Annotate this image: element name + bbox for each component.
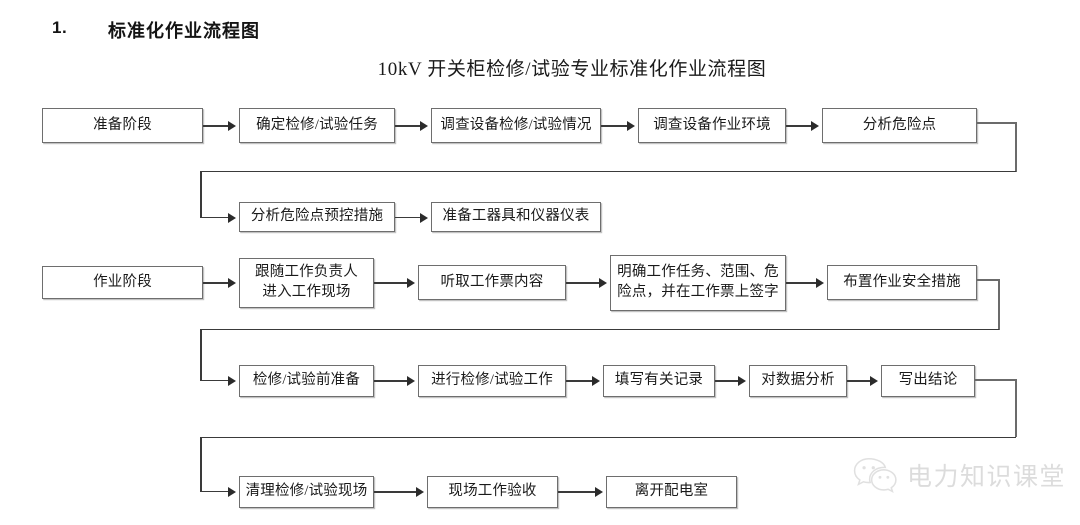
connector-r3-c [566,282,601,284]
node-label: 离开配电室 [634,483,709,500]
node-label: 分析危险点预控措施 [250,208,384,225]
wrap2-segment-right [977,279,1000,281]
connector-r2-a [395,216,422,219]
node-do-work: 进行检修/试验工作 [418,365,566,397]
wrap2-segment-in [200,379,230,382]
wrap3-segment-down [1015,379,1017,437]
chart-title: 10kV 开关柜检修/试验专业标准化作业流程图 [377,59,767,80]
node-prepare-tools: 准备工器具和仪器仪表 [431,202,601,232]
arrowhead-wrap2 [228,375,236,386]
node-label: 准备工器具和仪器仪表 [442,208,590,225]
connector-r1-c [601,125,629,127]
node-write-conclusion: 写出结论 [881,365,975,397]
node-label: 布置作业安全措施 [843,273,961,290]
wrap3-segment-in [200,490,230,493]
wrap1-segment-down2 [200,170,202,218]
connector-r5-b [558,491,597,493]
node-work-stage: 作业阶段 [42,266,203,299]
node-fill-records: 填写有关记录 [603,365,715,397]
node-label-line1: 明确工作任务、范围、危 [617,264,779,281]
node-survey-condition: 调查设备检修/试验情况 [431,108,601,143]
node-confirm-task: 确定检修/试验任务 [239,108,395,143]
connector-r4-d [847,380,872,382]
wrap2-segment-left [200,328,999,331]
connector-r3-b [374,282,409,284]
arrowhead-r1-a [228,120,236,131]
wrap1-segment-down [1015,122,1017,172]
wrap1-segment-in [200,216,230,219]
node-label: 写出结论 [898,372,958,389]
node-survey-env: 调查设备作业环境 [638,108,786,143]
wrap1-segment-left [200,170,1016,173]
node-label: 现场工作验收 [448,483,537,500]
arrowhead-r3-c [599,277,607,288]
node-label-line2: 险点，并在工作票上签字 [617,284,779,300]
node-follow-leader: 跟随工作负责人 进入工作现场 [239,258,374,308]
watermark: 电力知识课堂 [852,455,1066,495]
node-site-acceptance: 现场工作验收 [427,476,558,508]
node-label: 对数据分析 [761,372,835,389]
wrap1-segment-right [977,122,1017,124]
arrowhead-r3-a [228,277,236,288]
node-clarify-task: 明确工作任务、范围、危 险点，并在工作票上签字 [610,255,786,311]
node-label: 进行检修/试验工作 [431,372,553,389]
node-listen-ticket: 听取工作票内容 [418,265,566,300]
node-leave-room: 离开配电室 [606,476,737,508]
arrowhead-wrap3 [228,486,236,497]
connector-r3-d [786,282,818,284]
arrowhead-r4-c [738,375,746,386]
connector-r4-c [715,380,740,382]
node-label: 听取工作票内容 [440,273,544,290]
connector-r1-b [395,125,422,127]
arrowhead-r1-b [420,120,428,131]
section-heading: 标准化作业流程图 [108,21,260,41]
wrap3-segment-left [200,436,1016,439]
node-label: 准备阶段 [93,116,152,133]
node-label: 检修/试验前准备 [252,372,361,389]
wrap2-segment-down [998,279,1000,330]
node-analyze-risk: 分析危险点 [822,108,977,143]
wrap3-segment-right [975,379,1017,381]
arrowhead-r5-a [416,486,424,497]
node-analyze-data: 对数据分析 [749,365,847,397]
arrowhead-r4-a [407,375,415,386]
arrowhead-r2-a [420,212,428,223]
connector-r1-a [203,125,230,127]
wrap3-segment-down2 [200,436,202,492]
connector-r4-b [566,380,594,382]
connector-r1-d [786,125,813,127]
connector-r3-a [203,282,230,284]
node-label: 作业阶段 [93,273,152,290]
node-label-line1: 跟随工作负责人 [255,264,358,281]
arrowhead-r5-b [595,486,603,497]
arrowhead-wrap1 [228,212,236,223]
node-label: 填写有关记录 [614,372,704,389]
node-safety-measures: 布置作业安全措施 [827,265,977,300]
arrowhead-r1-c [627,120,635,131]
wrap2-segment-down2 [200,328,202,381]
node-clean-site: 清理检修/试验现场 [239,476,374,508]
arrowhead-r1-d [811,120,819,131]
connector-r5-a [374,491,418,493]
node-label: 调查设备作业环境 [653,116,771,133]
wechat-icon [852,455,898,495]
node-label: 分析危险点 [862,116,937,133]
section-number: 1. [52,18,68,37]
node-label: 调查设备检修/试验情况 [440,116,592,133]
node-label: 清理检修/试验现场 [245,483,368,500]
arrowhead-r3-d [816,277,824,288]
arrowhead-r4-d [870,375,878,386]
arrowhead-r3-b [407,277,415,288]
node-risk-measures: 分析危险点预控措施 [239,202,395,232]
node-label: 确定检修/试验任务 [256,116,378,133]
watermark-label: 电力知识课堂 [907,464,1067,491]
node-pre-work-prep: 检修/试验前准备 [239,365,374,397]
arrowhead-r4-b [592,375,600,386]
connector-r4-a [374,380,409,382]
node-label-line2: 进入工作现场 [262,284,351,300]
node-prep-stage: 准备阶段 [42,108,203,143]
